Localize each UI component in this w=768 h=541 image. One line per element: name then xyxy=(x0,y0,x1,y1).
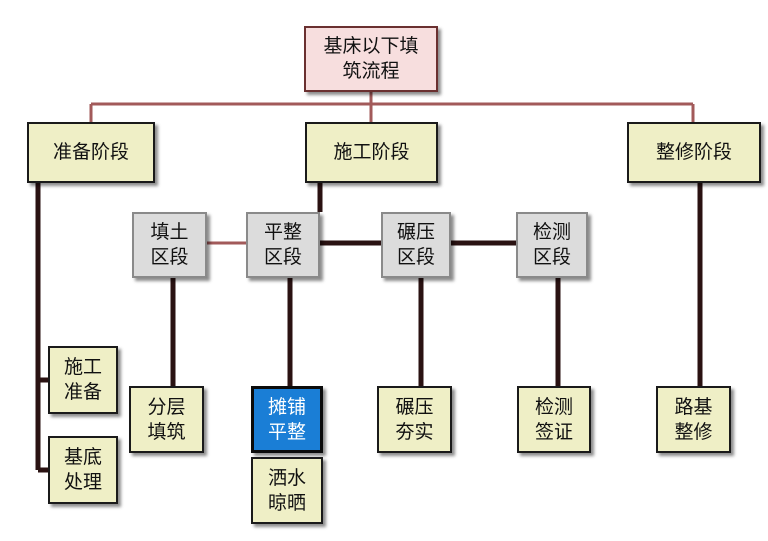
section-fill: 填土 区段 xyxy=(132,212,207,278)
phase-construct: 施工阶段 xyxy=(305,122,438,183)
phase-prep: 准备阶段 xyxy=(27,122,155,183)
section-inspect: 检测 区段 xyxy=(516,212,588,278)
phase-finish: 整修阶段 xyxy=(627,122,761,183)
task-layered-fill: 分层 填筑 xyxy=(129,386,204,453)
task-water-dry: 洒水 晾晒 xyxy=(251,457,323,524)
root-node: 基床以下填 筑流程 xyxy=(304,26,438,92)
task-road-repair: 路基 整修 xyxy=(656,386,731,453)
task-prep-work: 施工 准备 xyxy=(48,346,118,414)
task-base-treatment: 基底 处理 xyxy=(48,436,118,504)
task-spread-level: 摊铺 平整 xyxy=(251,386,323,453)
task-roll-compact: 碾压 夯实 xyxy=(377,386,452,453)
section-compact: 碾压 区段 xyxy=(381,212,451,278)
task-inspect-sign: 检测 签证 xyxy=(517,386,591,453)
section-level: 平整 区段 xyxy=(246,212,320,278)
